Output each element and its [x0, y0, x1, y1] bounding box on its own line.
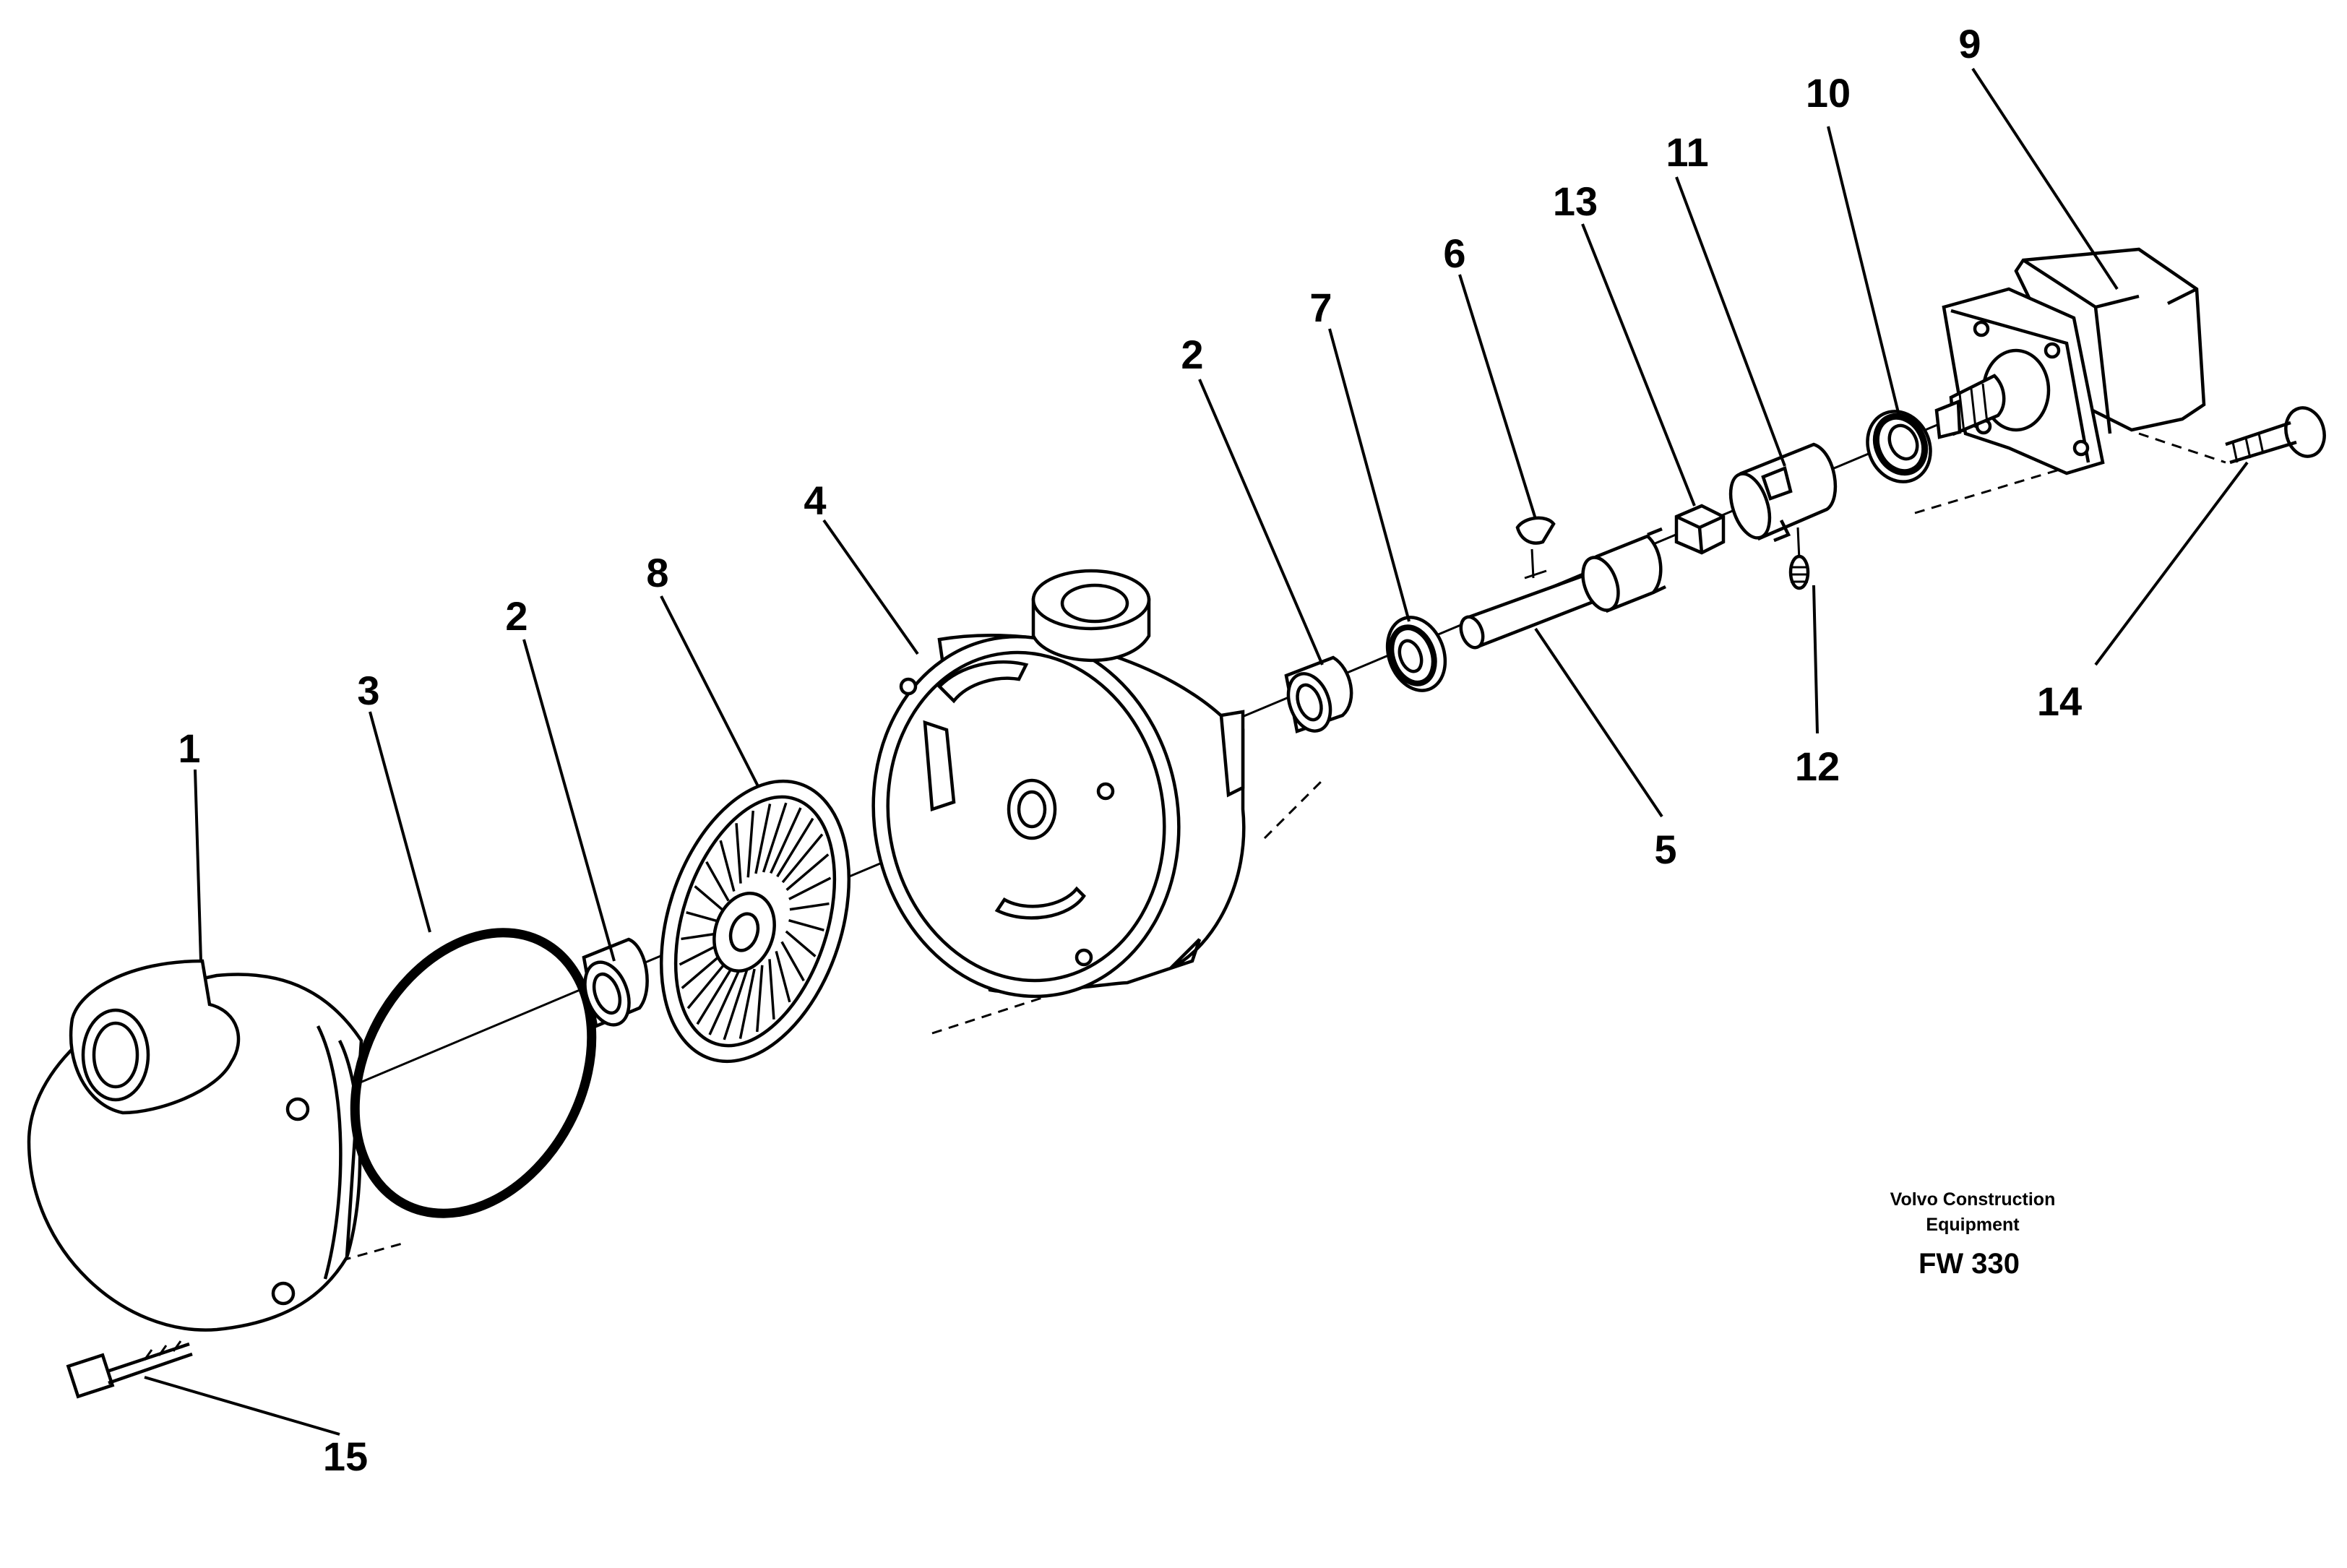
part-3-o-ring [350, 928, 597, 1218]
leader-15 [144, 1376, 340, 1436]
impeller-vane [754, 804, 772, 874]
impeller-vane [756, 965, 764, 1033]
leader-3 [369, 711, 431, 933]
callout-1: 1 [178, 725, 200, 771]
callout-8: 8 [646, 550, 668, 595]
leader-5 [1534, 627, 1663, 818]
leader-lines [144, 67, 2249, 1436]
leader-10 [1827, 126, 1900, 416]
part-9-motor [1934, 247, 2206, 475]
leader-14 [2094, 461, 2249, 666]
callout-9: 9 [1958, 21, 1981, 66]
leader-6 [1458, 274, 1537, 520]
leader-13 [1581, 223, 1696, 507]
leader-4 [822, 519, 919, 655]
impeller-vane [788, 919, 824, 932]
leader-2-right [1198, 379, 1324, 665]
part-10-seal [1866, 410, 1932, 483]
part-6-key [1515, 516, 1556, 580]
callout-labels: 1 3 2 8 4 2 7 6 13 11 10 9 5 12 14 15 [178, 21, 2082, 1479]
callout-5: 5 [1654, 827, 1676, 872]
impeller-vane [735, 823, 742, 884]
impeller-vane [762, 802, 788, 873]
callout-14: 14 [2037, 679, 2082, 724]
impeller-vane [705, 861, 730, 902]
callout-2-right: 2 [1181, 332, 1203, 377]
part-1-pump-cover [27, 959, 363, 1332]
impeller-vane [681, 952, 725, 989]
impeller-vane [785, 930, 817, 957]
leader-11 [1675, 176, 1786, 467]
impeller-vane [788, 876, 832, 900]
callout-10: 10 [1806, 70, 1851, 116]
part-12-set-screw [1788, 527, 1810, 590]
part-11-coupling [1728, 442, 1838, 543]
impeller-vane [686, 910, 722, 923]
part-7-seal-ring [1385, 616, 1447, 692]
impeller-vane [738, 968, 756, 1039]
leader-12 [1812, 585, 1819, 734]
impeller-vane [775, 950, 791, 1003]
impeller-vane [785, 853, 830, 891]
leader-2-left [522, 639, 616, 962]
callout-3: 3 [357, 668, 379, 713]
impeller-vane [789, 902, 830, 911]
part-2-bushing-right [1284, 655, 1353, 733]
manufacturer-stamp: Volvo Construction Equipment FW 330 [1890, 1189, 2056, 1280]
leader-8 [660, 595, 760, 788]
part-4-pump-housing [871, 569, 1246, 999]
stamp-line-2: Equipment [1926, 1215, 2020, 1235]
stamp-line-1: Volvo Construction [1890, 1189, 2056, 1210]
part-15-bolt [66, 1340, 193, 1399]
callout-7: 7 [1309, 285, 1332, 330]
leader-7 [1328, 328, 1411, 622]
impeller-vane [781, 833, 824, 884]
impeller-blades [679, 802, 832, 1041]
impeller-vane [780, 941, 805, 982]
part-8-impeller [659, 779, 851, 1064]
impeller-vane [719, 840, 736, 892]
part-5-shaft [1459, 527, 1666, 650]
impeller-vane [770, 807, 802, 874]
part-13-block [1674, 504, 1726, 555]
leader-1 [194, 769, 202, 962]
stamp-code: FW 330 [1918, 1248, 2020, 1280]
callout-15: 15 [323, 1434, 368, 1479]
part-2-bushing-left [582, 937, 649, 1029]
impeller-vane [776, 817, 814, 878]
impeller-vane [686, 959, 729, 1009]
callout-12: 12 [1795, 744, 1840, 789]
part-14-bolt [2225, 406, 2326, 465]
callout-13: 13 [1553, 178, 1598, 224]
impeller-vane [694, 885, 725, 913]
callout-2-left: 2 [505, 593, 527, 639]
impeller-vane [768, 959, 775, 1020]
impeller-vane [723, 970, 749, 1041]
callout-11: 11 [1666, 129, 1708, 175]
callout-6: 6 [1443, 231, 1465, 276]
impeller-vane [708, 968, 741, 1035]
impeller-vane [696, 965, 734, 1025]
callout-4: 4 [804, 478, 826, 523]
leader-9 [1971, 67, 2119, 290]
impeller-vane [746, 810, 754, 878]
